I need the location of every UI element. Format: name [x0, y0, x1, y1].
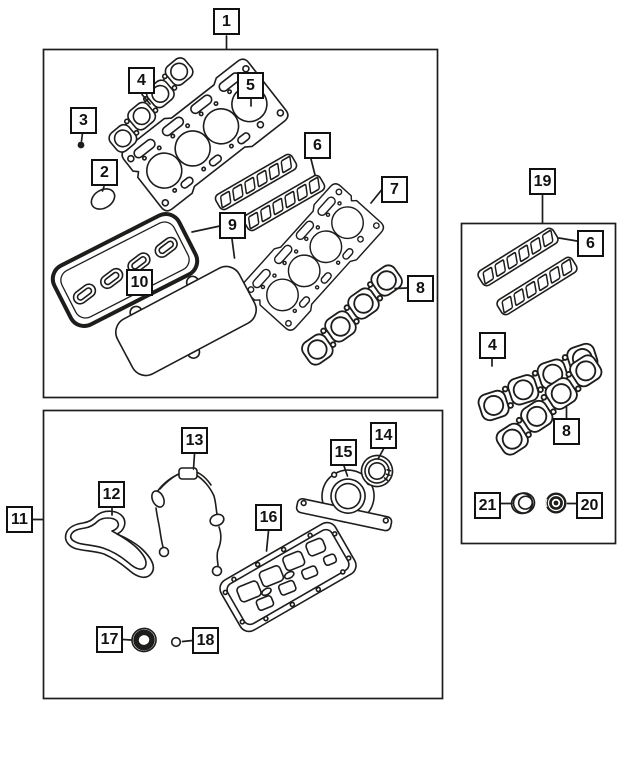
front-crank-seal-17	[131, 627, 157, 653]
callout-8: 8	[407, 275, 434, 302]
plug-3	[77, 141, 85, 149]
callout-6-kit: 6	[577, 230, 604, 257]
callout-4: 4	[128, 67, 155, 94]
callout-5: 5	[237, 72, 264, 99]
callout-11: 11	[6, 506, 33, 533]
callout-7: 7	[381, 176, 408, 203]
callout-17: 17	[96, 626, 123, 653]
callout-18: 18	[192, 627, 219, 654]
seal-21	[510, 492, 536, 515]
callout-4-kit: 4	[479, 332, 506, 359]
callout-21: 21	[474, 492, 501, 519]
upper-kit-box	[42, 48, 439, 399]
leader-lines	[32, 35, 578, 643]
callout-9: 9	[219, 212, 246, 239]
water-pump-gasket-12	[64, 510, 155, 579]
intake-gaskets-6-kit	[475, 225, 580, 318]
callout-14: 14	[370, 422, 397, 449]
callout-8-kit: 8	[553, 418, 580, 445]
callout-3: 3	[70, 107, 97, 134]
callout-1: 1	[213, 8, 240, 35]
oil-pan-gasket-16	[219, 521, 357, 633]
manifold-kit-box	[460, 222, 617, 545]
rear-main-seal-14	[360, 454, 394, 488]
callout-16: 16	[255, 504, 282, 531]
seal-20	[545, 492, 567, 514]
lower-kit-box	[42, 409, 444, 700]
o-ring-gasket-2	[90, 188, 116, 210]
callout-19: 19	[529, 168, 556, 195]
callout-20: 20	[576, 492, 603, 519]
valve-cover-gasket-9	[115, 265, 257, 377]
timing-cover-gasket-13	[151, 467, 225, 577]
valve-cover-gasket-10	[50, 211, 200, 329]
callout-6: 6	[304, 132, 331, 159]
callout-15: 15	[330, 439, 357, 466]
callout-10: 10	[126, 269, 153, 296]
callout-13: 13	[181, 427, 208, 454]
callout-12: 12	[98, 481, 125, 508]
callout-2: 2	[91, 159, 118, 186]
o-ring-18	[170, 636, 182, 648]
